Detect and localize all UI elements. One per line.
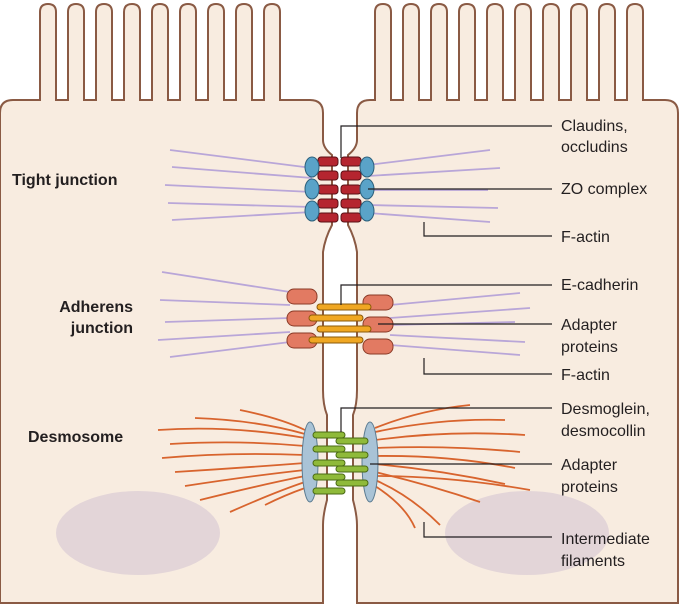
callout-claudins-line1: Claudins, — [561, 118, 628, 135]
left-nucleus — [56, 491, 220, 575]
callout-e-cadherin: E-cadherin — [561, 277, 638, 294]
callout-intermediate-line2: filaments — [561, 553, 625, 570]
callout-desmoglein-line2: desmocollin — [561, 423, 645, 440]
callout-intermediate-line1: Intermediate — [561, 531, 650, 548]
right-nucleus — [445, 491, 609, 575]
label-adherens-line1: Adherens — [59, 299, 133, 316]
callout-adapter-2-line2: proteins — [561, 479, 618, 496]
right-cell — [347, 2, 679, 604]
desmoglein-desmocollin — [312, 431, 369, 495]
callout-desmoglein-line1: Desmoglein, — [561, 401, 650, 418]
callout-adapter-2-line1: Adapter — [561, 457, 618, 474]
callout-adapter-1-line2: proteins — [561, 339, 618, 356]
label-adherens-line2: junction — [70, 320, 133, 337]
callout-claudins-line2: occludins — [561, 139, 628, 156]
intermediate-filaments — [157, 404, 531, 529]
claudins-occludins — [317, 156, 362, 223]
callout-zo-complex: ZO complex — [561, 181, 647, 198]
e-cadherin — [308, 303, 372, 344]
callout-f-actin-2: F-actin — [561, 367, 610, 384]
label-desmosome: Desmosome — [28, 429, 123, 446]
desmosome-plaque-right — [361, 421, 379, 503]
label-tight-junction: Tight junction — [12, 172, 117, 189]
callout-f-actin-1: F-actin — [561, 229, 610, 246]
tight-junction-actin — [164, 149, 501, 223]
callout-adapter-1-line1: Adapter — [561, 317, 618, 334]
leader-lines — [340, 125, 552, 538]
zo-complex — [304, 156, 375, 222]
